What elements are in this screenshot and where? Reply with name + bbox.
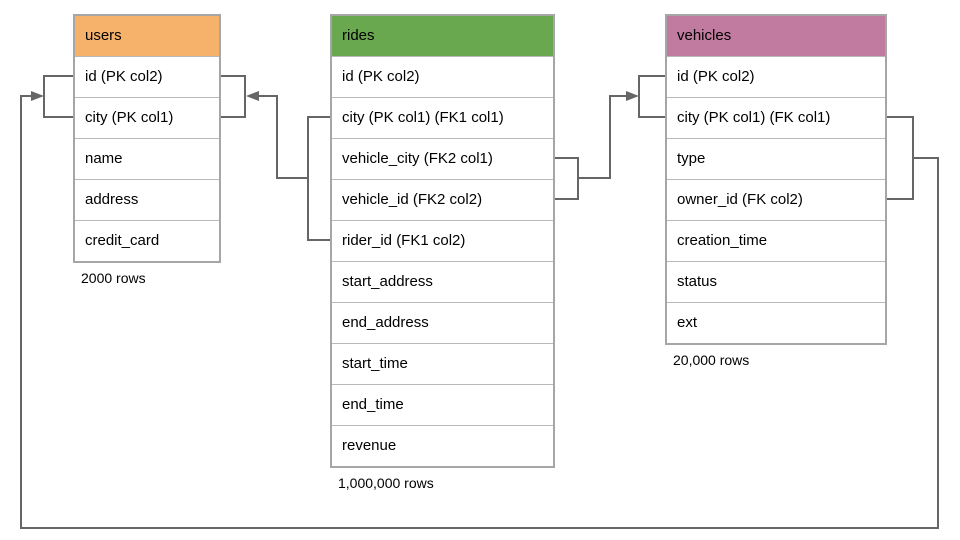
- fk-connector-rides-to-users: [221, 75, 330, 241]
- vehicles-row-count: 20,000 rows: [673, 352, 750, 368]
- rides-row-count: 1,000,000 rows: [338, 475, 434, 491]
- rides-fk1-left-bracket: [307, 116, 330, 241]
- rides-column-9: revenue: [332, 425, 553, 466]
- rides-table-columns: id (PK col2)city (PK col1) (FK1 col1)veh…: [332, 56, 553, 466]
- rides-table-title: rides: [332, 16, 553, 56]
- fk-connector-vehicles-to-users: [20, 75, 939, 529]
- rides-column-7: start_time: [332, 343, 553, 384]
- vehicles-table: vehicles id (PK col2)city (PK col1) (FK …: [665, 14, 887, 368]
- rides-column-3: vehicle_id (FK2 col2): [332, 179, 553, 220]
- rides-column-2: vehicle_city (FK2 col1): [332, 138, 553, 179]
- users-column-3: address: [75, 179, 219, 220]
- rides-column-6: end_address: [332, 302, 553, 343]
- rides-fk2-right-bracket: [555, 157, 579, 200]
- vehicles-column-5: status: [667, 261, 885, 302]
- rides-column-5: start_address: [332, 261, 553, 302]
- vehicles-column-6: ext: [667, 302, 885, 343]
- users-row-count: 2000 rows: [81, 270, 146, 286]
- vehicles-table-title: vehicles: [667, 16, 885, 56]
- vehicles-column-0: id (PK col2): [667, 56, 885, 97]
- vehicles-column-4: creation_time: [667, 220, 885, 261]
- vehicles-users-loop-line: [20, 95, 939, 529]
- rides-column-1: city (PK col1) (FK1 col1): [332, 97, 553, 138]
- rides-table: rides id (PK col2)city (PK col1) (FK1 co…: [330, 14, 555, 491]
- users-column-2: name: [75, 138, 219, 179]
- vehicles-left-bracket: [638, 75, 665, 118]
- fk1-arrowhead-icon: [246, 91, 259, 101]
- vehicles-users-arrowhead-icon: [31, 91, 44, 101]
- fk-connector-rides-to-vehicles: [555, 75, 665, 200]
- users-left-bracket: [43, 75, 73, 118]
- fk1-elbow-line: [258, 95, 308, 179]
- vehicles-fk-right-bracket: [887, 116, 914, 200]
- users-column-0: id (PK col2): [75, 56, 219, 97]
- fk2-arrowhead-icon: [626, 91, 639, 101]
- users-column-4: credit_card: [75, 220, 219, 261]
- vehicles-column-2: type: [667, 138, 885, 179]
- users-right-bracket: [221, 75, 246, 118]
- users-column-1: city (PK col1): [75, 97, 219, 138]
- rides-column-0: id (PK col2): [332, 56, 553, 97]
- vehicles-column-1: city (PK col1) (FK col1): [667, 97, 885, 138]
- fk2-elbow-line: [578, 95, 627, 179]
- rides-column-4: rider_id (FK1 col2): [332, 220, 553, 261]
- vehicles-column-3: owner_id (FK col2): [667, 179, 885, 220]
- users-table-title: users: [75, 16, 219, 56]
- vehicles-table-columns: id (PK col2)city (PK col1) (FK col1)type…: [667, 56, 885, 343]
- rides-column-8: end_time: [332, 384, 553, 425]
